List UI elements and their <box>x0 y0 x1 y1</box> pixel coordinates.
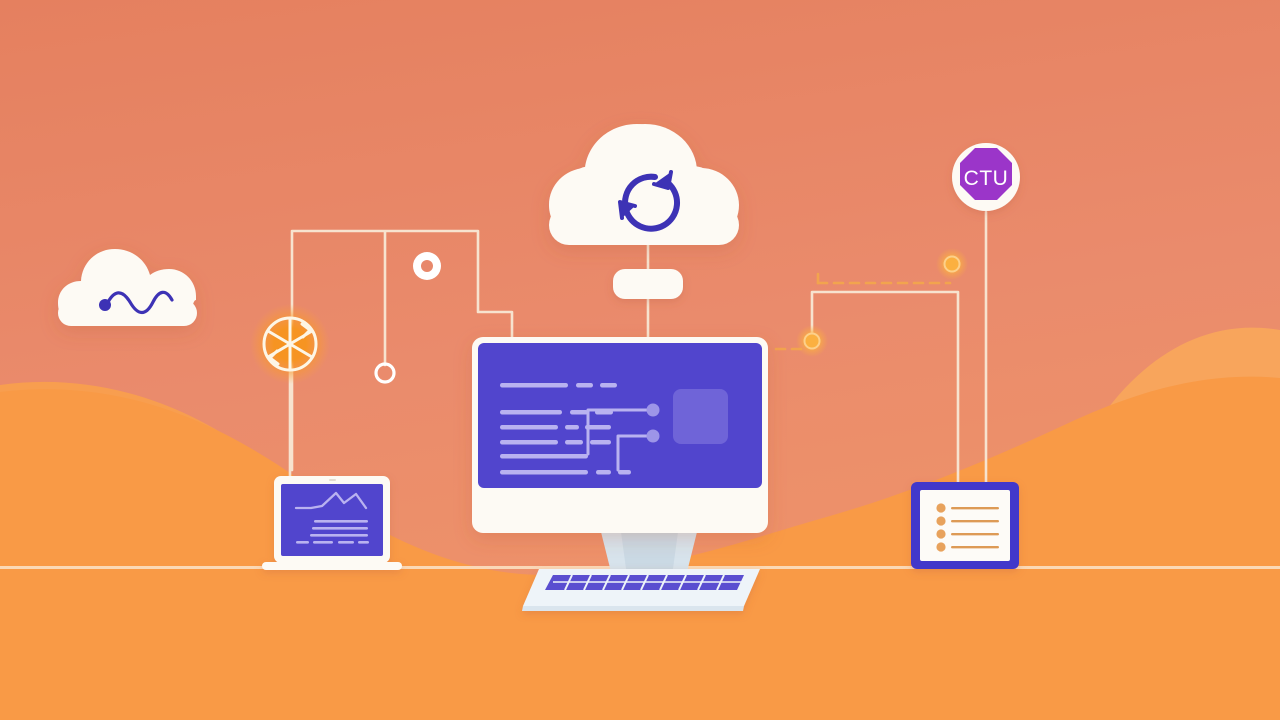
monitor-circuit-traces <box>586 408 652 472</box>
waveform-icon <box>105 290 174 315</box>
monitor-trace-dot-lower <box>646 429 660 443</box>
laptop-text-lines <box>296 520 369 544</box>
connector-nodes <box>374 248 968 384</box>
sync-refresh-icon <box>618 170 680 232</box>
glow-node-lower <box>796 325 828 357</box>
left-circuit-path <box>290 229 514 472</box>
monitor-panel <box>673 389 728 444</box>
keyboard-edge <box>522 606 744 611</box>
monitor-code-lines <box>500 383 631 475</box>
laptop-camera <box>329 479 336 481</box>
monitor-trace-dot-upper <box>646 403 660 417</box>
glow-node-upper <box>936 248 968 280</box>
right-circuit-path <box>810 290 960 484</box>
keyboard-key-gaps <box>553 574 744 591</box>
badge-octagon <box>960 148 1012 200</box>
laptop-base <box>262 562 402 570</box>
monitor-stand-shadow <box>621 532 678 576</box>
globe-network-icon <box>262 316 318 372</box>
connector-dot <box>374 362 396 384</box>
badge-label: CTU <box>964 167 1009 190</box>
cloud-relay-node <box>613 269 683 299</box>
connection-ring-node <box>413 252 441 280</box>
wave-main-orange <box>0 376 1280 720</box>
waveform-start-dot <box>99 299 111 311</box>
monitor-screen <box>478 343 762 488</box>
globe-center-dot <box>287 341 293 347</box>
laptop-chart <box>294 491 368 510</box>
tablet-checklist <box>936 503 999 552</box>
